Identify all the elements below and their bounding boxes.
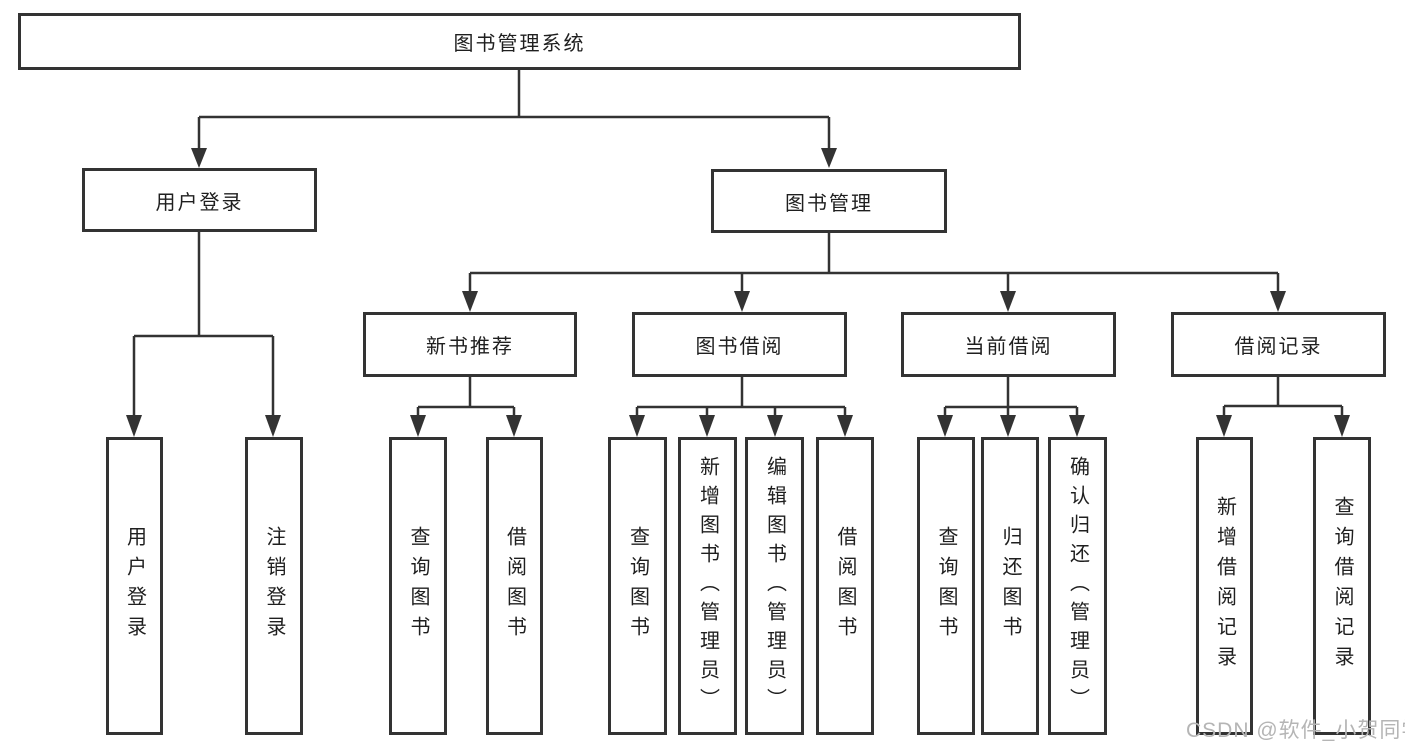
node-book-management: 图书管理 xyxy=(711,169,947,233)
leaf-br-query-record: 查询借阅记录 xyxy=(1313,437,1371,735)
node-current-borrow: 当前借阅 xyxy=(901,312,1116,377)
node-user-login: 用户登录 xyxy=(82,168,317,232)
leaf-logout: 注销登录 xyxy=(245,437,303,735)
leaf-bb-borrow-book: 借阅图书 xyxy=(816,437,874,735)
node-new-book-recommend: 新书推荐 xyxy=(363,312,577,377)
node-root: 图书管理系统 xyxy=(18,13,1021,70)
leaf-br-add-record: 新增借阅记录 xyxy=(1196,437,1253,735)
leaf-nbr-borrow-book: 借阅图书 xyxy=(486,437,543,735)
leaf-bb-edit-book-admin: 编辑图书（管理员） xyxy=(745,437,804,735)
leaf-bb-query-book: 查询图书 xyxy=(608,437,667,735)
leaf-cb-confirm-return-admin: 确认归还（管理员） xyxy=(1048,437,1107,735)
node-book-borrow: 图书借阅 xyxy=(632,312,847,377)
leaf-bb-add-book-admin: 新增图书（管理员） xyxy=(678,437,737,735)
csdn-watermark: CSDN @软件_小贺同学 xyxy=(1186,719,1405,742)
leaf-nbr-query-book: 查询图书 xyxy=(389,437,447,735)
node-borrow-record: 借阅记录 xyxy=(1171,312,1386,377)
arrowheads xyxy=(126,148,1350,437)
leaf-user-login: 用户登录 xyxy=(106,437,163,735)
leaf-cb-query-book: 查询图书 xyxy=(917,437,975,735)
leaf-cb-return-book: 归还图书 xyxy=(981,437,1039,735)
